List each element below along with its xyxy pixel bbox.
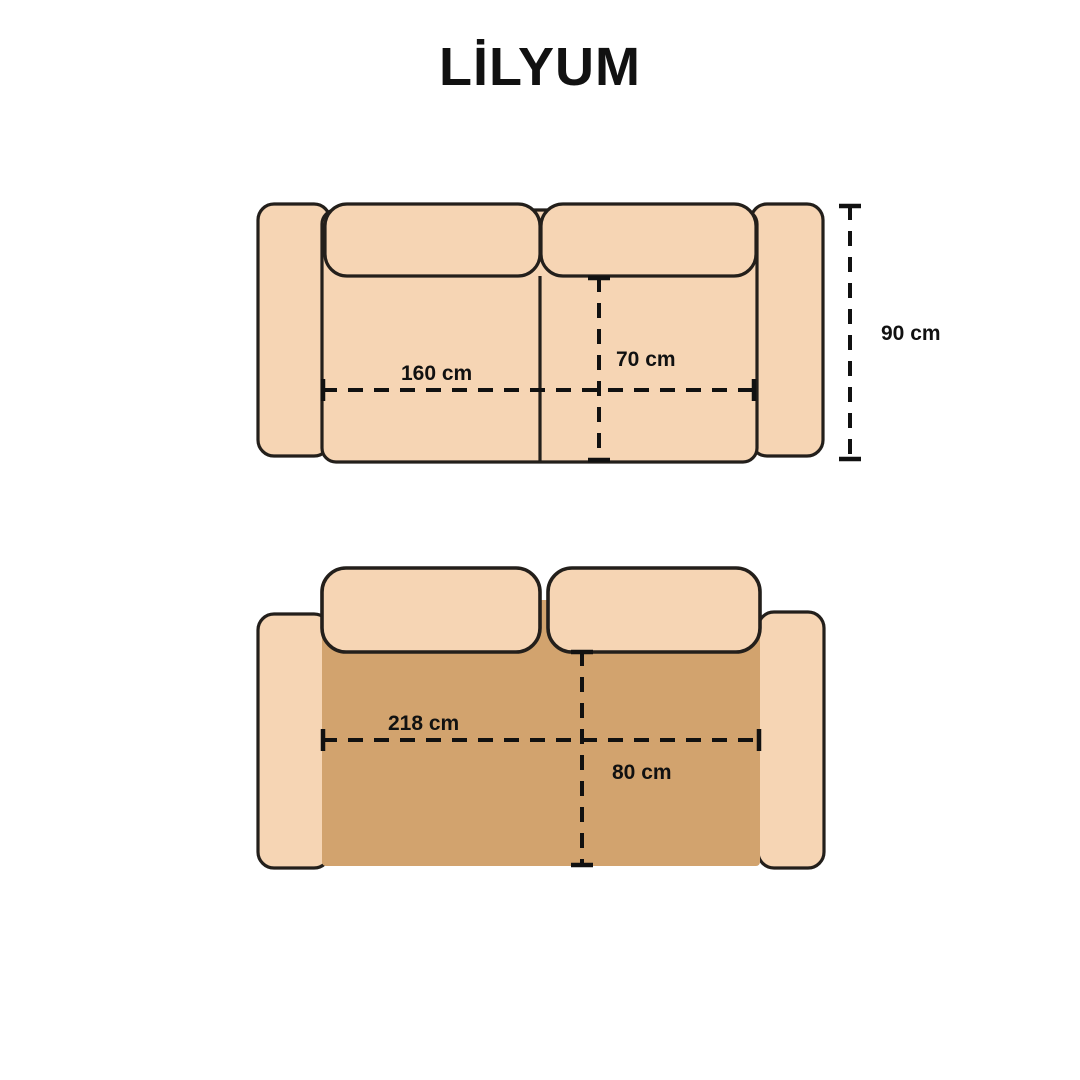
label-top-depth-80: 80 cm [612,761,672,784]
dimension-front-width-160 [320,379,757,401]
front-back-cushion-right [539,202,758,278]
top-back-cushion-right [546,566,762,654]
front-left-armrest [256,202,332,458]
dimension-top-depth-80 [571,649,593,868]
front-elevation-view [256,202,861,464]
front-back-cushion-left [323,202,542,278]
front-right-armrest [749,202,825,458]
label-front-width-160: 160 cm [401,362,473,385]
top-seat-base [322,600,760,866]
label-front-depth-70: 70 cm [616,348,676,371]
dimension-top-width-218 [320,729,762,751]
label-front-height-90: 90 cm [881,322,941,345]
page-title: LİLYUM [438,37,641,97]
top-back-cushion-left [320,566,542,654]
top-left-armrest [256,612,332,870]
top-plan-view [256,566,826,870]
dimension-front-depth-70 [588,275,610,463]
label-top-width-218: 218 cm [388,712,460,735]
dimension-front-height-90 [839,203,861,462]
top-right-armrest [756,610,826,870]
